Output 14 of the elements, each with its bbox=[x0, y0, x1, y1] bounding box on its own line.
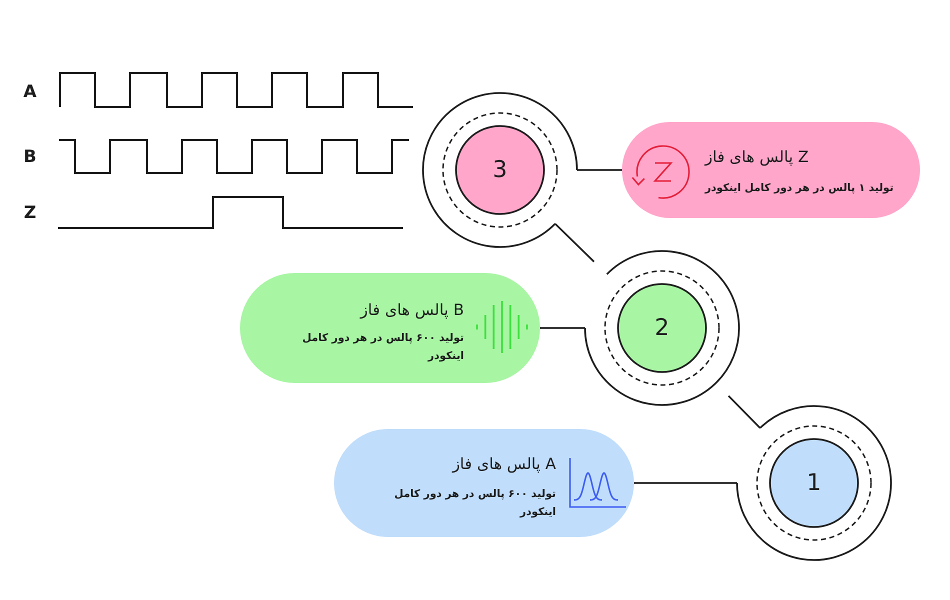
card-text: تولید ۶۰۰ پالس در هر دور کامل اینکودر bbox=[301, 331, 464, 364]
signal-label: Z bbox=[24, 203, 36, 223]
signal-label: B bbox=[24, 147, 36, 167]
connector-line bbox=[577, 169, 622, 171]
connector-line bbox=[540, 327, 585, 329]
card-title: B پالس های فاز bbox=[360, 300, 464, 320]
connector-line bbox=[554, 223, 595, 262]
signal-label: A bbox=[23, 82, 37, 102]
connector-line bbox=[634, 482, 737, 484]
card-text: تولید ۶۰۰ پالس در هر دور کامل اینکودر bbox=[393, 487, 556, 520]
card-title: Z پالس های فاز bbox=[705, 147, 809, 167]
connector-line bbox=[728, 395, 761, 429]
card-text: تولید ۱ پالس در هر دور کامل اینکودر bbox=[705, 181, 894, 196]
card-title: A پالس های فاز bbox=[452, 454, 556, 474]
